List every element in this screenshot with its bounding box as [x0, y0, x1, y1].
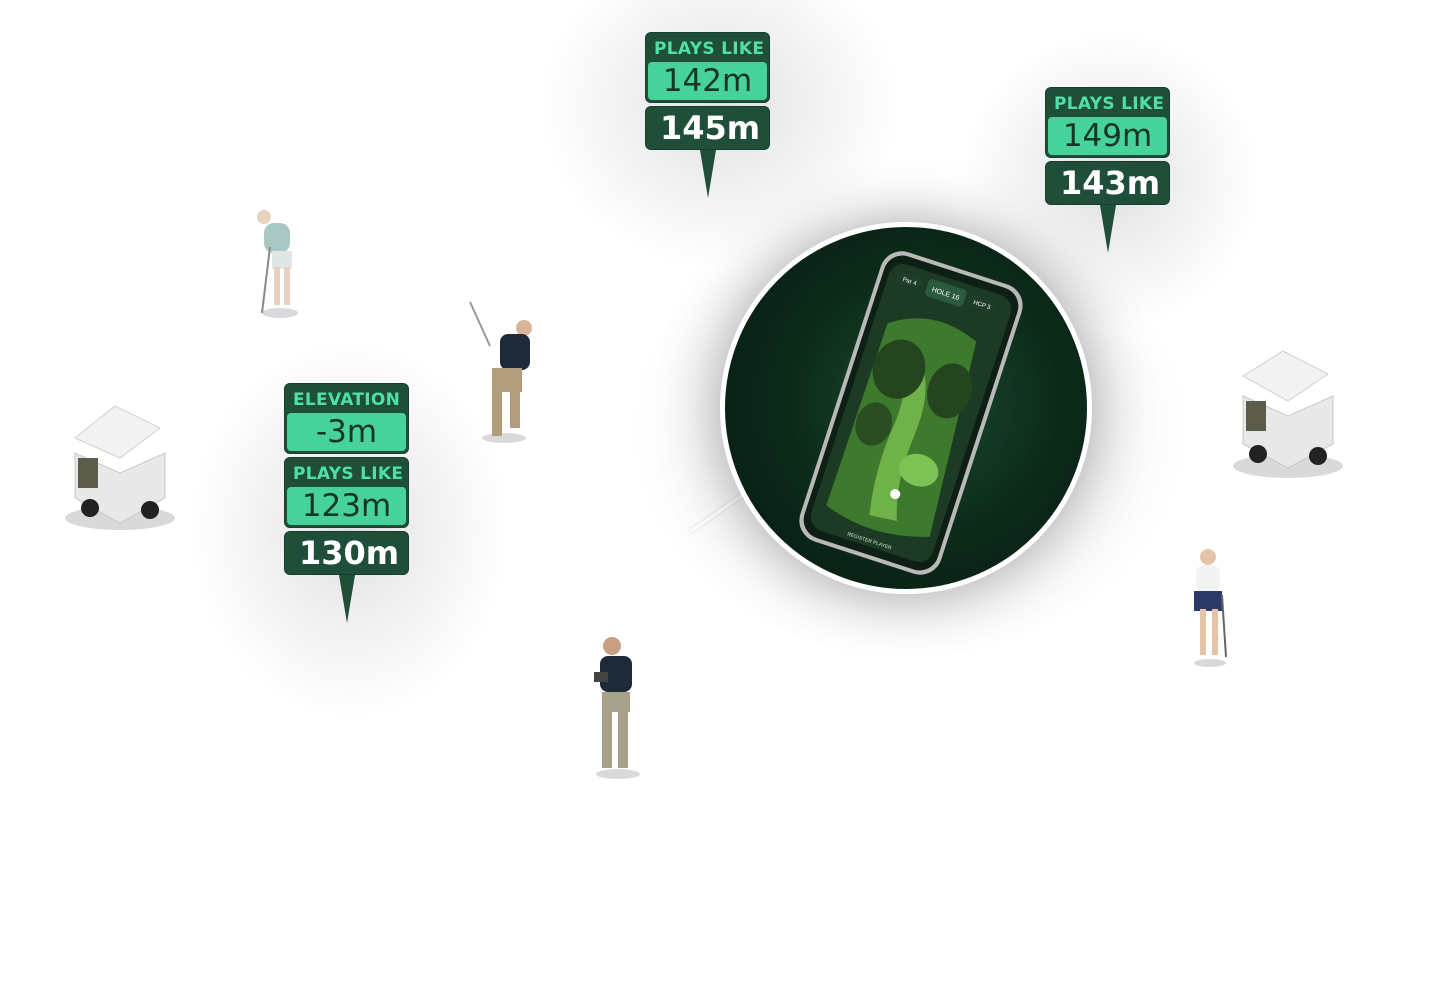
- plays-like-label: PLAYS LIKE: [654, 39, 765, 59]
- golfer-icon: [594, 637, 640, 779]
- plays-like-value: 142m: [648, 62, 767, 100]
- golf-cart-icon: [65, 405, 175, 530]
- phone-callout-circle: HOLE 16 Par 4 HCP 3 REGISTER PLAYER: [720, 222, 1092, 594]
- elevation-tag-left: ELEVATION -3m PLAYS LIKE 123m 130m: [284, 383, 409, 623]
- map-pin-icon: [699, 150, 716, 198]
- plays-like-tag-top: PLAYS LIKE 142m 145m: [645, 32, 770, 198]
- plays-like-label: PLAYS LIKE: [1054, 94, 1165, 114]
- plays-like-value: 149m: [1048, 117, 1167, 155]
- elevation-box: ELEVATION -3m: [284, 383, 409, 454]
- plays-like-box: PLAYS LIKE 142m: [645, 32, 770, 103]
- elevation-label: ELEVATION: [293, 390, 401, 410]
- distance-value: 143m: [1045, 161, 1170, 205]
- distance-value: 130m: [284, 531, 409, 575]
- golfer-icon: [469, 301, 532, 443]
- par-label: Par 4: [902, 277, 918, 287]
- map-pin-icon: [338, 575, 355, 623]
- golfer-icon: [257, 210, 298, 318]
- plays-like-tag-right: PLAYS LIKE 149m 143m: [1045, 87, 1170, 253]
- distance-value: 145m: [645, 106, 770, 150]
- phone-mockup: HOLE 16 Par 4 HCP 3 REGISTER PLAYER: [799, 251, 1023, 575]
- plays-like-box: PLAYS LIKE 149m: [1045, 87, 1170, 158]
- plays-like-box: PLAYS LIKE 123m: [284, 457, 409, 528]
- golf-cart-icon: [1233, 350, 1343, 478]
- ball-marker: [890, 489, 901, 500]
- plays-like-value: 123m: [287, 487, 406, 525]
- plays-like-label: PLAYS LIKE: [293, 464, 404, 484]
- golfer-icon: [1194, 549, 1227, 667]
- elevation-value: -3m: [287, 413, 406, 451]
- map-pin-icon: [1099, 205, 1116, 253]
- hcp-label: HCP 3: [972, 300, 991, 311]
